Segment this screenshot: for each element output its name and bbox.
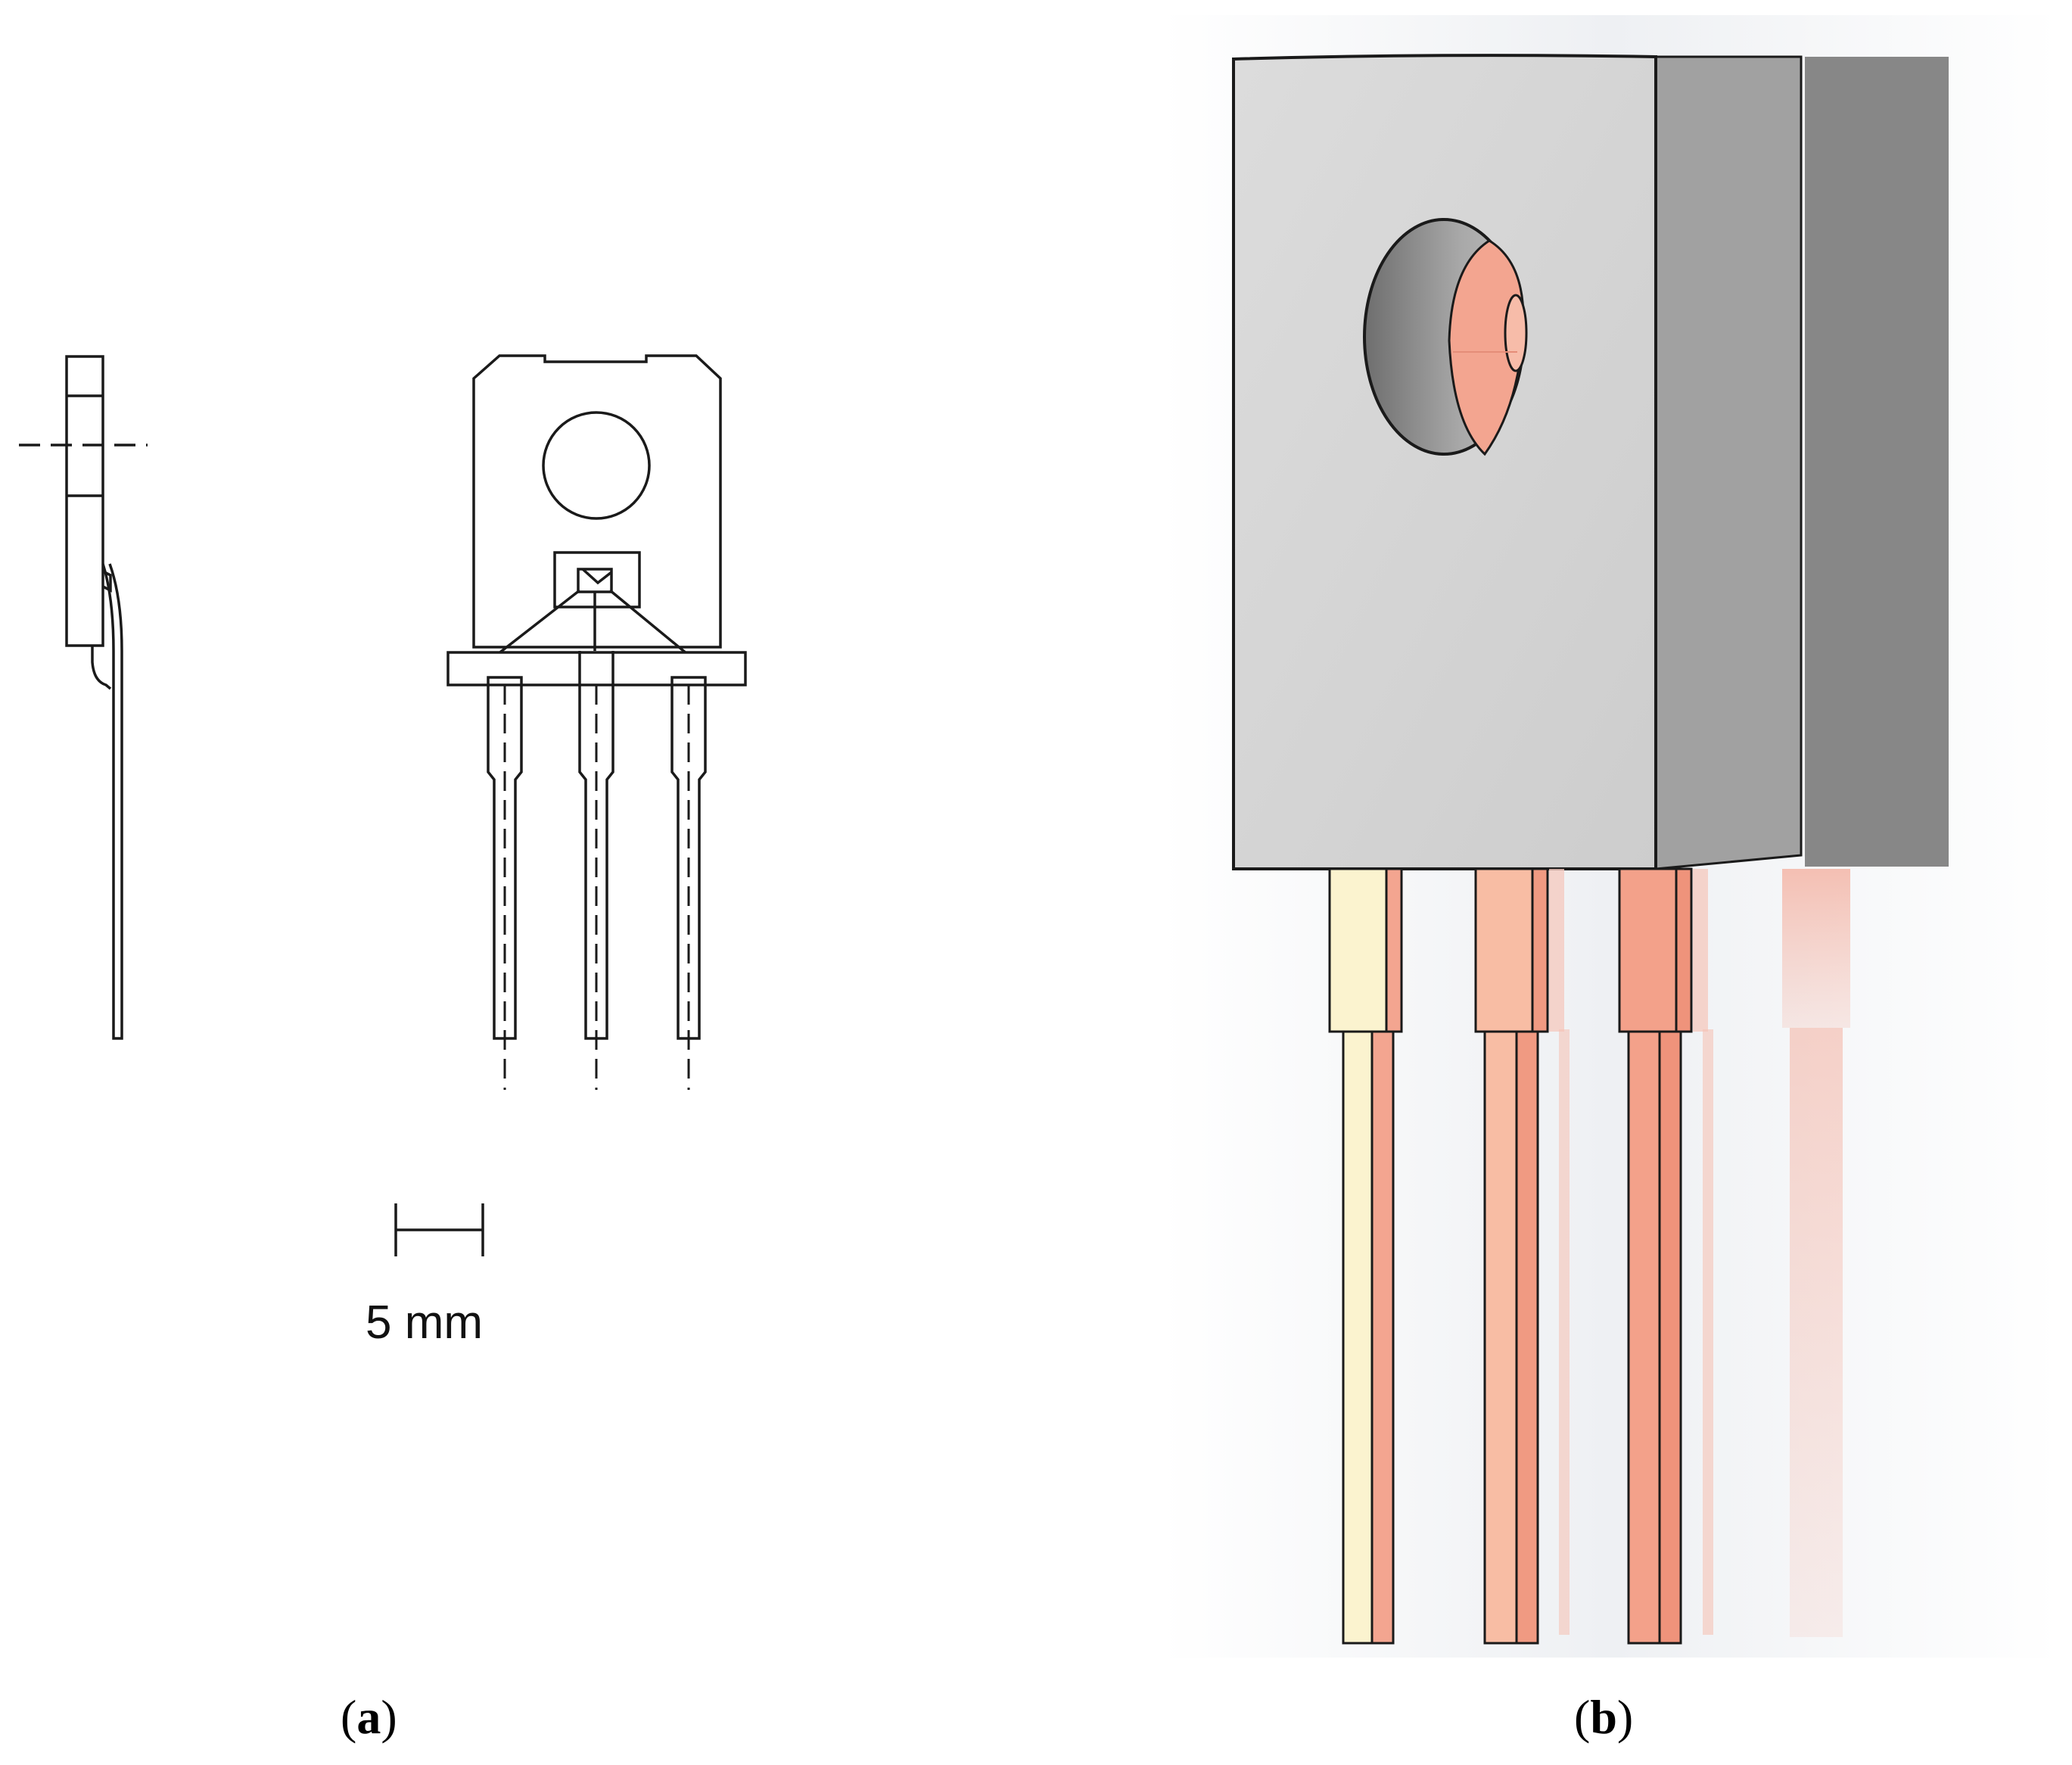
render-lead-3: [1618, 867, 1693, 1645]
mounting-hole: [542, 411, 651, 520]
die-window: [553, 551, 641, 609]
body-front-face: [1232, 54, 1657, 870]
panel-b-render: [1162, 15, 2058, 1658]
body-side-face: [1654, 55, 1803, 870]
lead-3: [670, 685, 707, 1090]
lead-1: [487, 685, 523, 1090]
body-mounting-hole: [1363, 218, 1528, 456]
scale-bar: [394, 1203, 484, 1256]
lead-2: [578, 651, 614, 1090]
panel-label-a: (a): [341, 1690, 397, 1744]
panel-a-drawing: [19, 354, 747, 1256]
render-lead-2: [1474, 867, 1549, 1645]
panel-label-b: (b): [1574, 1690, 1633, 1744]
scale-bar-label: 5 mm: [366, 1297, 483, 1349]
side-view: [19, 355, 148, 1040]
front-view: [446, 354, 747, 1090]
render-lead-1: [1328, 867, 1403, 1645]
